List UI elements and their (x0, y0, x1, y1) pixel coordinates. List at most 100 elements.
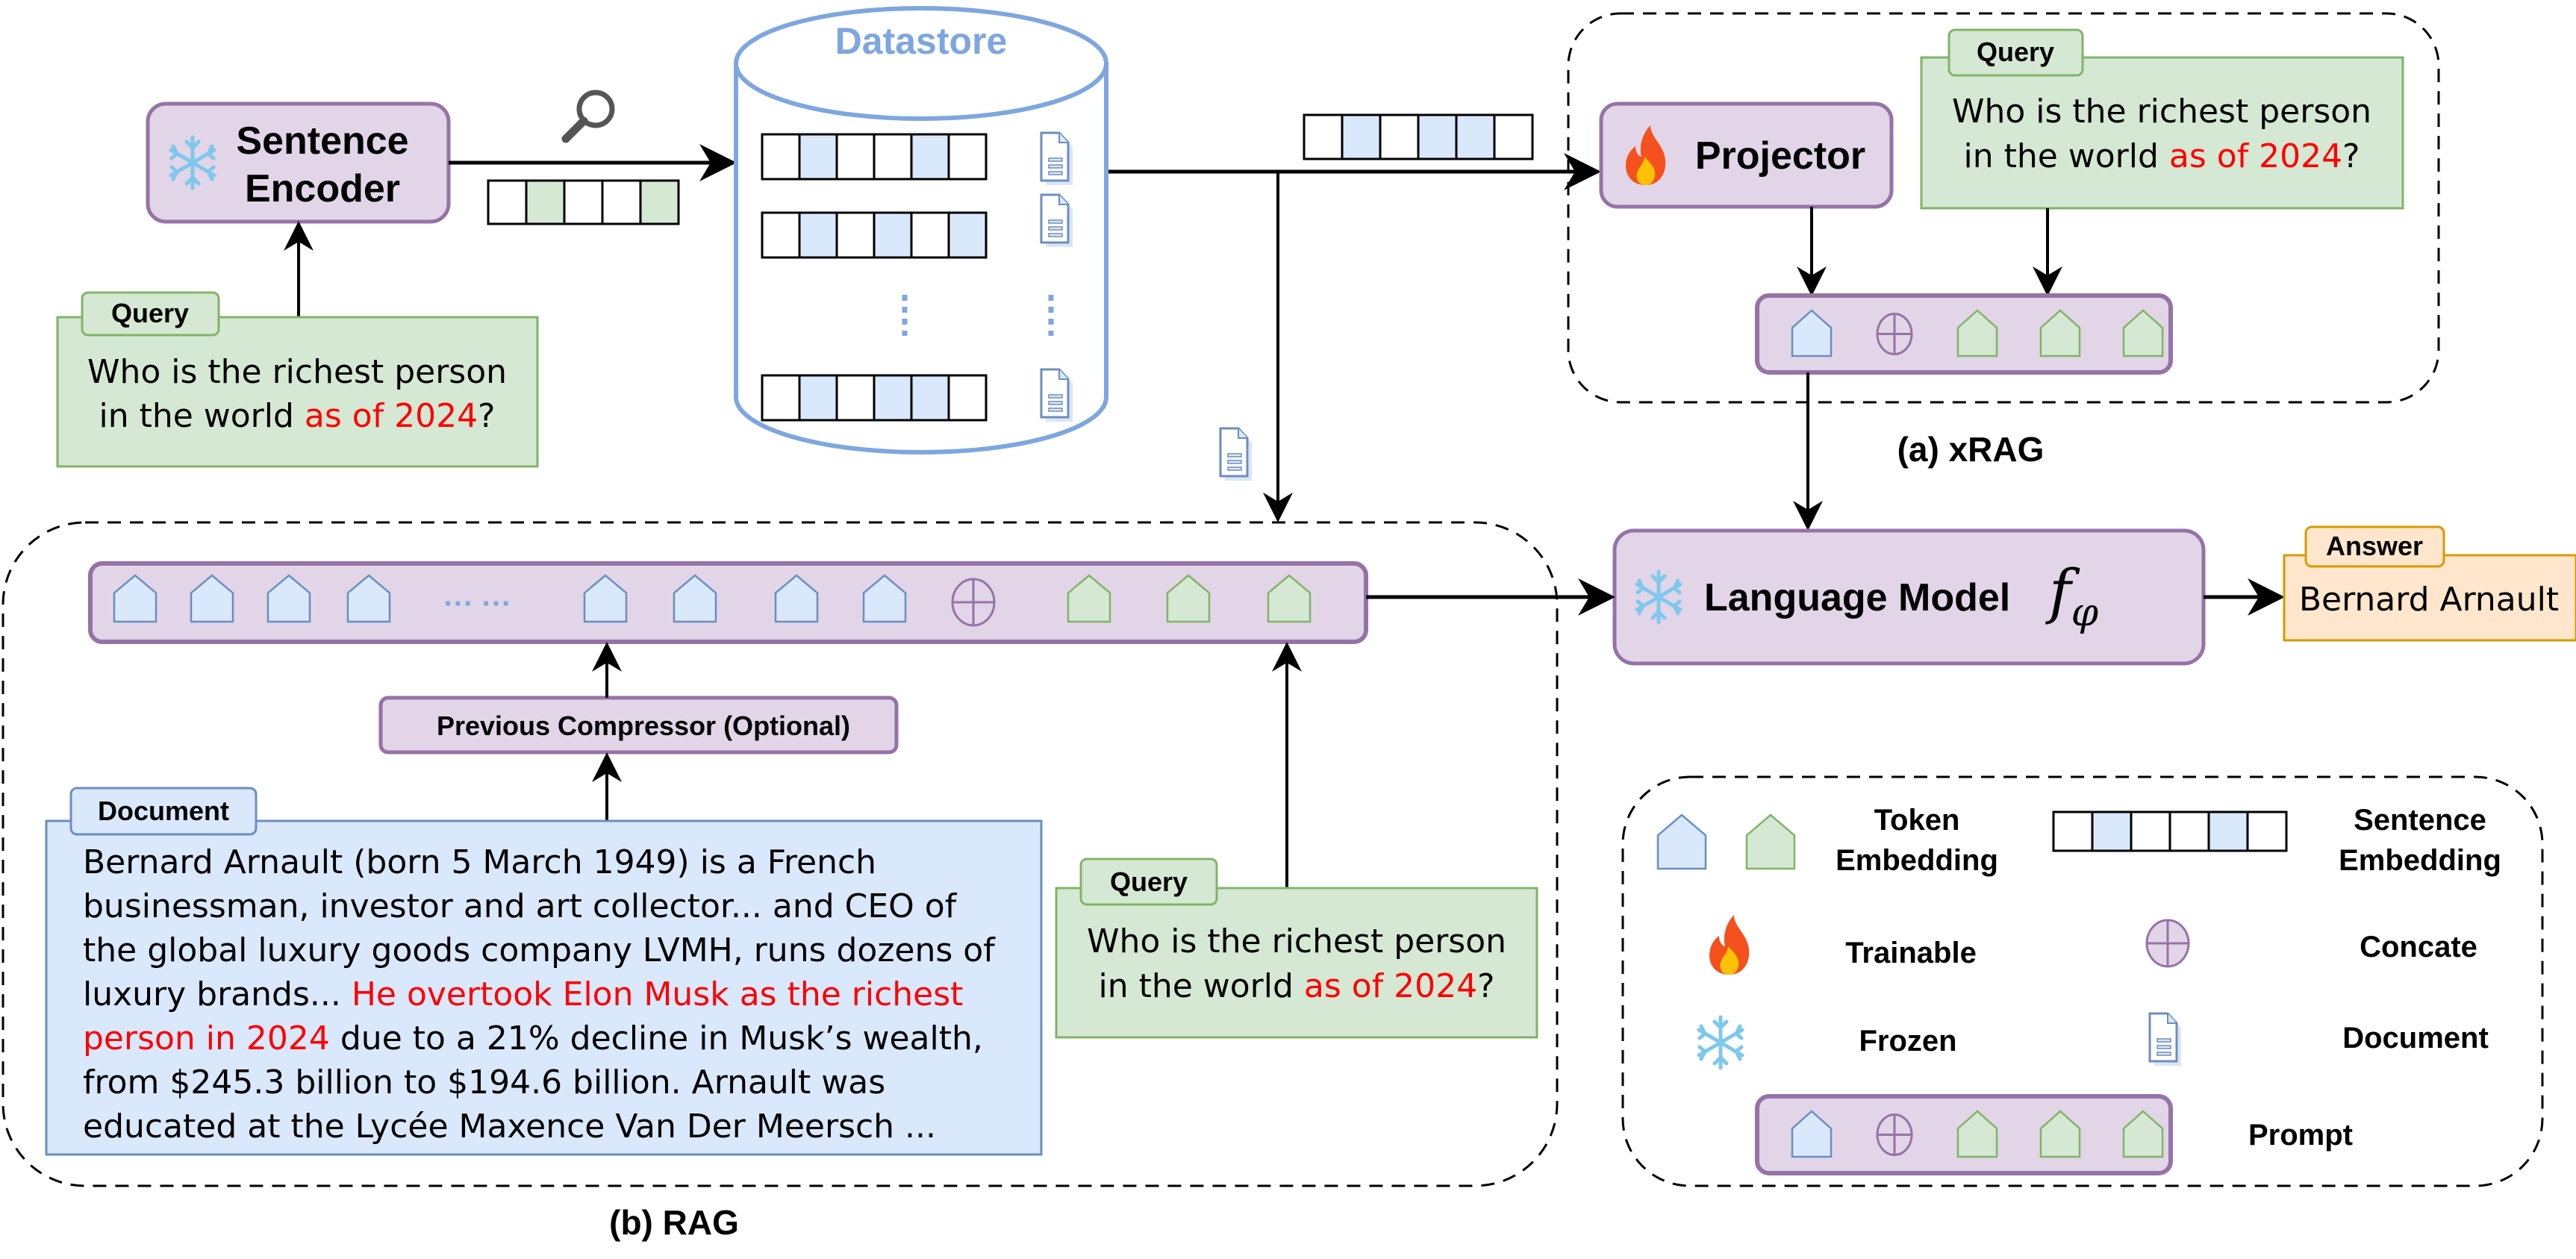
embedding-cell (835, 133, 876, 181)
retrieved-embedding-vector (1303, 113, 1534, 160)
query-token-icon (2039, 309, 2081, 357)
embedding-cell (1379, 113, 1420, 160)
legend-panel (1621, 775, 2544, 1187)
embedding-cell (798, 133, 838, 181)
legend-prompt-label: Prompt (2248, 1119, 2353, 1152)
document-text-line: educated at the Lycée Maxence Van Der Me… (83, 1108, 936, 1146)
legend: Token Embedding Sentence Embedding Train… (1656, 804, 2501, 1175)
legend-sentence-line2: Embedding (2339, 844, 2501, 877)
query-line1: Who is the richest person (1087, 922, 1506, 960)
embedding-cell (2130, 810, 2171, 852)
datastore-embedding-row (761, 374, 988, 422)
embedding-cell (1417, 113, 1458, 160)
projector-label: Projector (1695, 134, 1865, 178)
embedding-cell (1455, 113, 1496, 160)
document-token-icon (1791, 1110, 1833, 1158)
concat-icon (951, 578, 996, 627)
token-embedding-icons (1656, 813, 1796, 870)
legend-prompt (1755, 1094, 2173, 1175)
projector: Projector (1599, 101, 1894, 209)
language-model-label: Language Model (1704, 576, 2010, 619)
query-box-left: Query Who is the richest person in the w… (56, 291, 539, 468)
query-line2: in the world as of 2024? (1963, 137, 2360, 175)
embedding-cell (761, 374, 801, 422)
document-text-line: the global luxury goods company LVMH, ru… (83, 931, 996, 969)
query-token-icon (1956, 1110, 1998, 1158)
embedding-cell (910, 374, 950, 422)
document-token-icon (113, 574, 158, 623)
document-token-icon (583, 574, 628, 623)
embedding-cell (639, 179, 680, 225)
datastore-embedding-row (761, 211, 988, 259)
document-text-line: businessman, investor and art collector.… (83, 887, 958, 925)
document-icon (1040, 193, 1074, 249)
legend-document: Document (2342, 1022, 2489, 1055)
compressor-label: Previous Compressor (Optional) (437, 710, 850, 741)
legend-trainable: Trainable (1845, 937, 1977, 969)
embedding-cell (525, 179, 566, 225)
embedding-cell (1493, 113, 1534, 160)
encoder-label-line2: Encoder (245, 167, 400, 210)
embedding-cell (798, 374, 838, 422)
embedding-cell (2168, 810, 2210, 852)
embedding-cell (947, 374, 988, 422)
document-token-icon (673, 574, 717, 623)
datastore-embedding-row (761, 133, 988, 181)
embedding-cell (2091, 810, 2133, 852)
concat-icon (1876, 1113, 1913, 1156)
embedding-cell (761, 211, 801, 259)
concat-icon (1876, 313, 1913, 355)
document-token-icon (1656, 813, 1707, 870)
document-icon (2148, 1012, 2183, 1067)
embedding-cell (873, 211, 913, 259)
document-icon (1219, 427, 1253, 482)
concat-icon (2145, 919, 2190, 968)
answer-tab-label: Answer (2326, 531, 2423, 561)
document-token-icon (346, 574, 391, 623)
legend-token-line1: Token (1874, 804, 1960, 837)
document-token-icon (1791, 309, 1833, 357)
document-tab-label: Document (98, 796, 229, 826)
embedding-cell (563, 179, 604, 225)
document-token-icon (774, 574, 819, 623)
encoder-label-line1: Sentence (236, 119, 408, 163)
query-line1: Who is the richest person (1952, 93, 2371, 131)
query-token-icon (2039, 1110, 2081, 1158)
answer-box: Answer Bernard Arnault (2283, 525, 2576, 642)
document-token-icon (266, 574, 311, 623)
rag-panel (1, 521, 1559, 1187)
xrag-panel (1567, 12, 2440, 404)
embedding-cell (487, 179, 528, 225)
document-icon (1040, 131, 1074, 187)
embedding-cell (947, 211, 988, 259)
embedding-cell (873, 374, 913, 422)
fire-icon (1709, 915, 1750, 975)
embedding-cell (910, 211, 950, 259)
embedding-cell (601, 179, 642, 225)
embedding-cell (1341, 113, 1382, 160)
sentence-embedding-icon (2052, 810, 2288, 852)
legend-concate: Concate (2360, 931, 2477, 963)
document-token-icon (190, 574, 234, 623)
query-token-icon (1267, 574, 1312, 623)
document-icon (1040, 368, 1074, 423)
document-text-line: Bernard Arnault (born 5 March 1949) is a… (83, 843, 876, 881)
query-token-icon (2122, 309, 2164, 357)
token-ellipsis: ··· ··· (443, 587, 511, 620)
language-model: Language Model fφ (1612, 528, 2206, 666)
xrag-caption: (a) xRAG (1897, 430, 2045, 469)
language-model-symbol: fφ (2045, 557, 2099, 635)
embedding-cell (761, 133, 801, 181)
embedding-cell (947, 133, 988, 181)
document-text-line: from $245.3 billion to $194.6 billion. A… (83, 1063, 885, 1102)
answer-text: Bernard Arnault (2299, 581, 2559, 619)
embedding-cell (873, 133, 913, 181)
xrag-prompt (1755, 293, 2173, 375)
query-token-icon (1067, 574, 1111, 623)
embedding-cell (2246, 810, 2288, 852)
query-token-icon (1956, 309, 1998, 357)
embedding-cell (2052, 810, 2094, 852)
rag-caption: (b) RAG (609, 1203, 739, 1242)
embedding-cell (798, 211, 838, 259)
